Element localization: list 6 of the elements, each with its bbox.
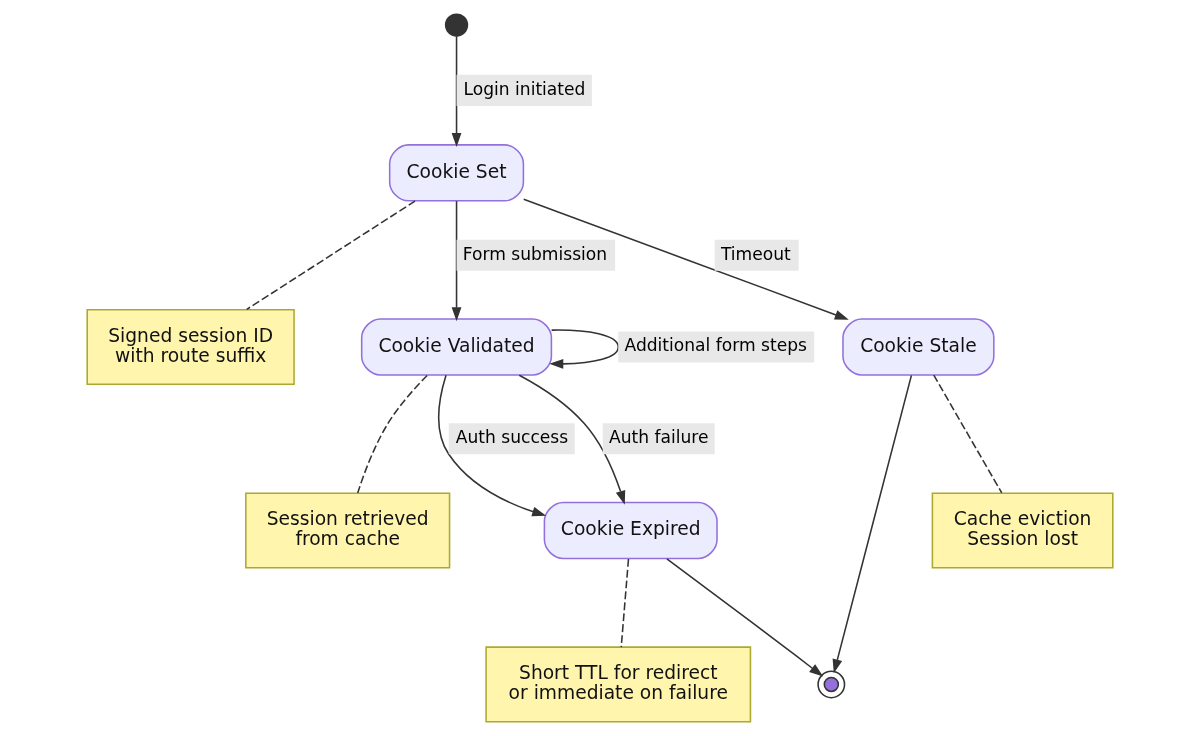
edge-label: Auth success [455,427,569,448]
edge-label: Form submission [462,243,608,264]
edge-label: Timeout [720,243,791,264]
edge-label: Login initiated [463,78,586,99]
edge-label: Auth failure [608,427,709,448]
edge-label: Additional form steps [624,335,807,356]
